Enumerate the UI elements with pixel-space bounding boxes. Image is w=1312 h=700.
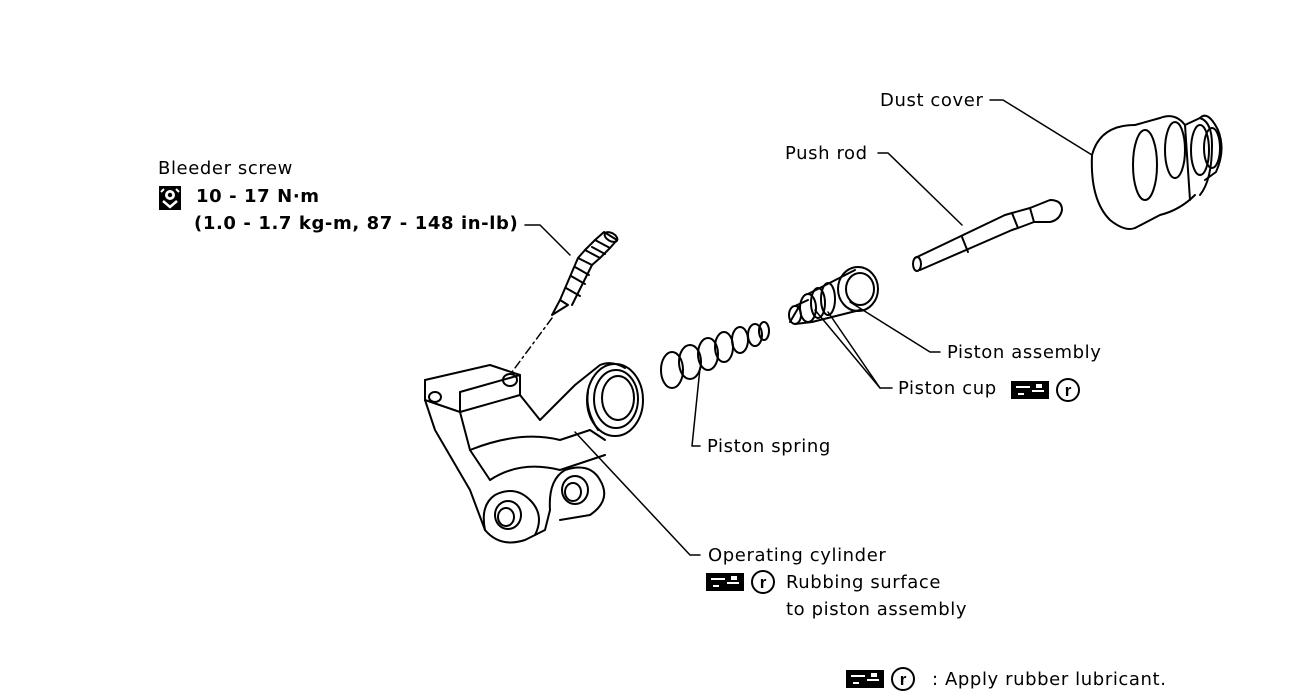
rubber-lubricant-icon: r — [706, 570, 775, 594]
piston-assembly-label: Piston assembly — [947, 342, 1102, 363]
push-rod-label: Push rod — [785, 143, 868, 164]
operating-cylinder-label: Operating cylinder — [708, 545, 887, 566]
rubber-lubricant-icon: r — [846, 667, 915, 691]
bleeder-screw — [551, 231, 619, 316]
dust-cover — [1090, 114, 1223, 230]
lube-letter: r — [1065, 381, 1072, 400]
lube-letter: r — [900, 670, 907, 689]
piston-spring-label: Piston spring — [707, 436, 831, 457]
dust-cover-label: Dust cover — [880, 90, 984, 111]
piston-cup-label: Piston cup — [898, 378, 997, 399]
piston-spring — [660, 321, 770, 389]
operating-cylinder-body — [424, 362, 644, 544]
lube-letter: r — [760, 573, 767, 592]
torque-wrench-icon — [159, 186, 181, 210]
rubber-lubricant-icon: r — [1011, 378, 1080, 402]
to-piston-assembly-label: to piston assembly — [786, 599, 968, 620]
bleeder-screw-label: Bleeder screw — [158, 158, 293, 179]
leader-lines — [524, 99, 1093, 556]
torque-value: 10 - 17 N·m — [196, 186, 320, 207]
legend-note: : Apply rubber lubricant. — [932, 669, 1167, 690]
push-rod — [912, 199, 1063, 272]
torque-alt-units: (1.0 - 1.7 kg-m, 87 - 148 in-lb) — [194, 213, 519, 234]
rubbing-surface-label: Rubbing surface — [786, 572, 942, 593]
piston-assembly — [788, 266, 879, 325]
